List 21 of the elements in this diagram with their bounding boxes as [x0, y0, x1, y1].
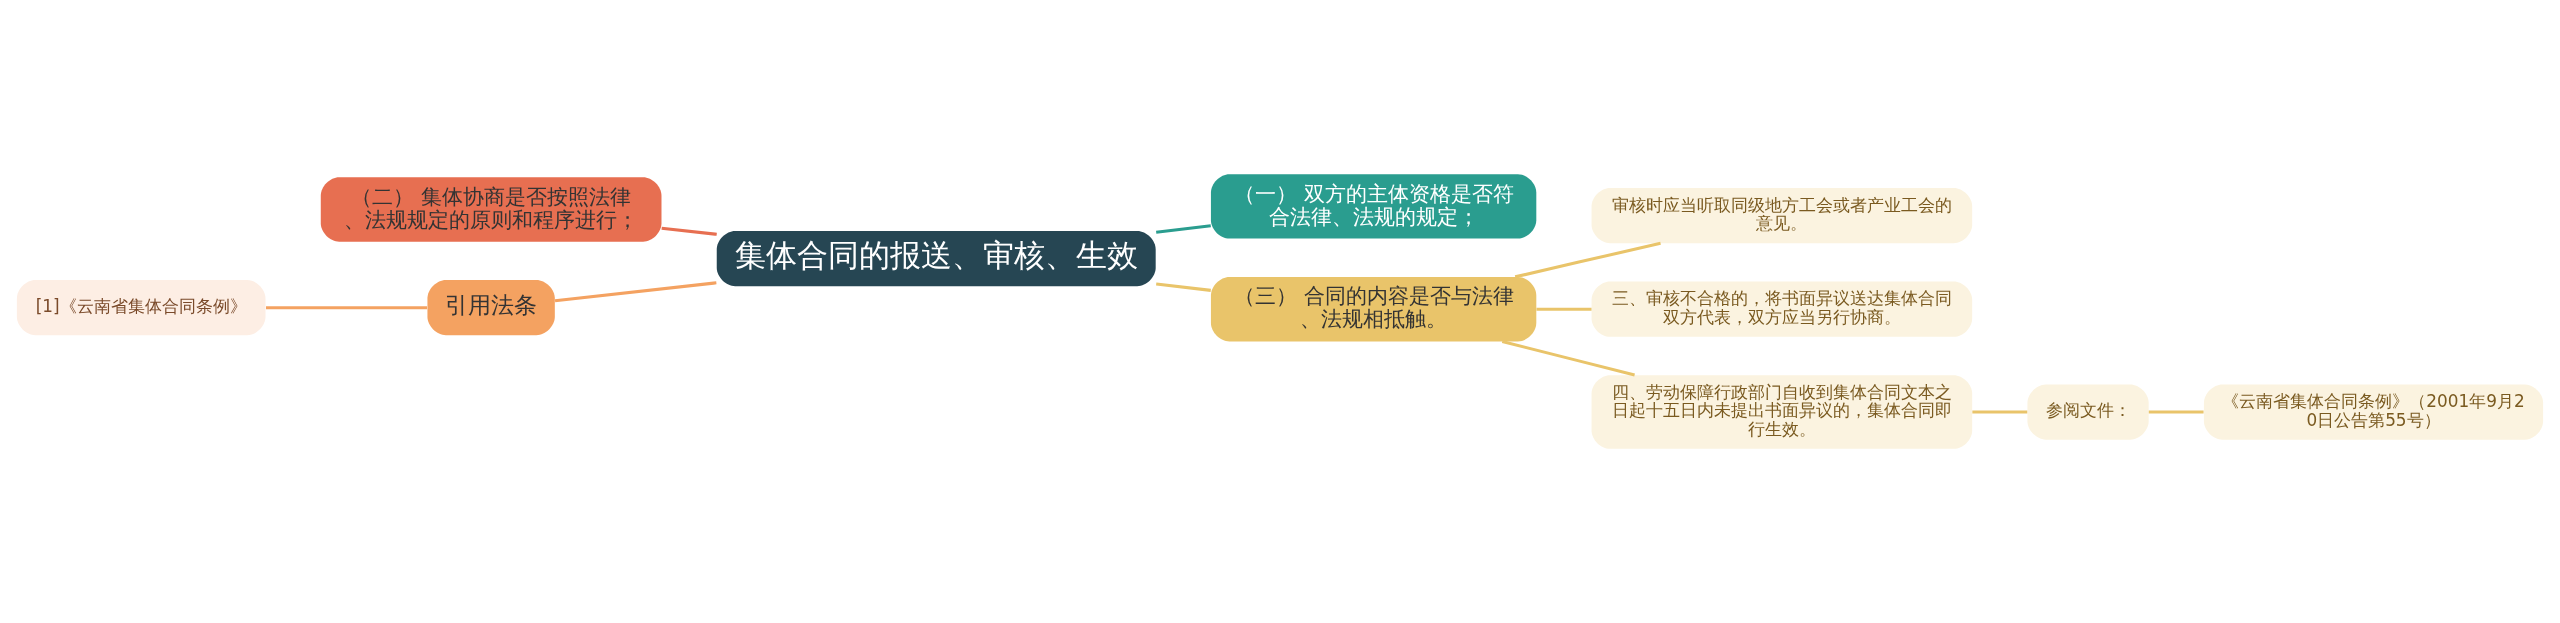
node-box: 引用法条	[427, 280, 555, 336]
node-box: 集体合同的报送、审核、生效	[716, 230, 1156, 287]
node-box: 四、劳动保障行政部门自收到集体合同文本之日起十五日内未提出书面异议的，集体合同即行生效。	[1591, 375, 1973, 449]
connector	[1536, 307, 1592, 311]
connector	[1156, 282, 1211, 292]
connector	[266, 306, 428, 310]
connector	[1514, 241, 1661, 279]
connector	[2148, 410, 2204, 414]
node-box: 审核时应当听取同级地方工会或者产业工会的意见。	[1591, 187, 1973, 244]
node-box: （三） 合同的内容是否与法律、法规相抵触。	[1210, 276, 1537, 342]
connector	[1501, 339, 1635, 377]
node-box: 三、审核不合格的，将书面异议送达集体合同双方代表，双方应当另行协商。	[1591, 281, 1973, 337]
node-box: [1]《云南省集体合同条例》	[16, 280, 266, 336]
connector	[1156, 224, 1211, 234]
connector	[1972, 410, 2028, 414]
node-box: （一） 双方的主体资格是否符合法律、法规的规定；	[1210, 174, 1537, 239]
node-box: 《云南省集体合同条例》（2001年9月20日公告第55号）	[2203, 384, 2544, 440]
connector	[554, 281, 717, 303]
node-box: 参阅文件：	[2027, 384, 2149, 440]
connector	[661, 226, 717, 236]
node-box: （二） 集体协商是否按照法律、法规规定的原则和程序进行；	[320, 177, 662, 242]
